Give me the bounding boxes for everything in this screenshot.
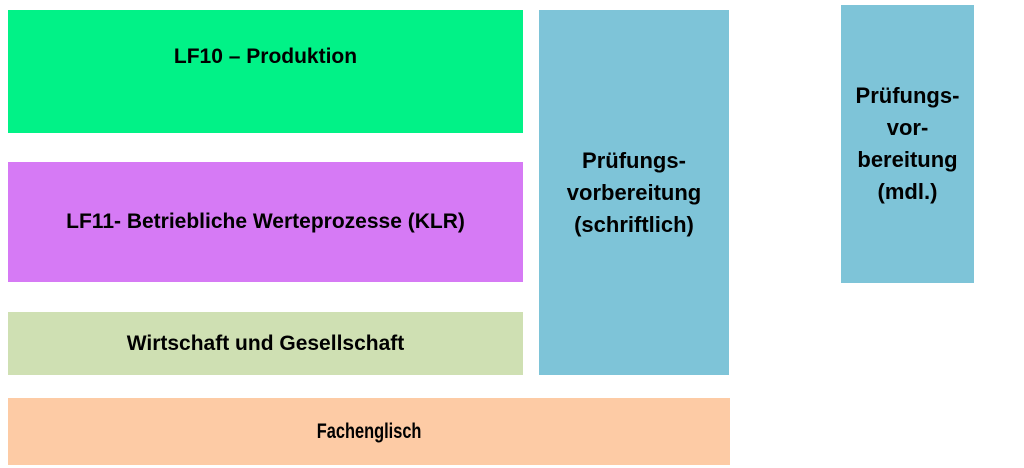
block-wirtschaft-und-gesellschaft: Wirtschaft und Gesellschaft [8,312,523,375]
block-wirtschaft-label: Wirtschaft und Gesellschaft [126,331,405,355]
block-pruefungsvorbereitung-schriftlich: Prüfungs- vorbereitung (schriftlich) [539,10,729,375]
block-lf10-produktion: LF10 – Produktion [8,10,523,133]
block-pruefungsvorbereitung-muendlich: Prüfungs- vor- bereitung (mdl.) [841,5,974,283]
block-fachenglisch: Fachenglisch [8,398,730,465]
block-lf10-label: LF10 – Produktion [173,45,358,68]
block-pruefung-mdl-label: Prüfungs- vor- bereitung (mdl.) [855,83,960,204]
block-lf11-label: LF11- Betriebliche Werteprozesse (KLR) [66,210,465,233]
block-pruefung-schriftlich-label: Prüfungs- vorbereitung (schriftlich) [566,147,702,237]
block-fachenglisch-label: Fachenglisch [316,419,422,443]
block-lf11-betriebliche-werteprozesse: LF11- Betriebliche Werteprozesse (KLR) [8,162,523,282]
